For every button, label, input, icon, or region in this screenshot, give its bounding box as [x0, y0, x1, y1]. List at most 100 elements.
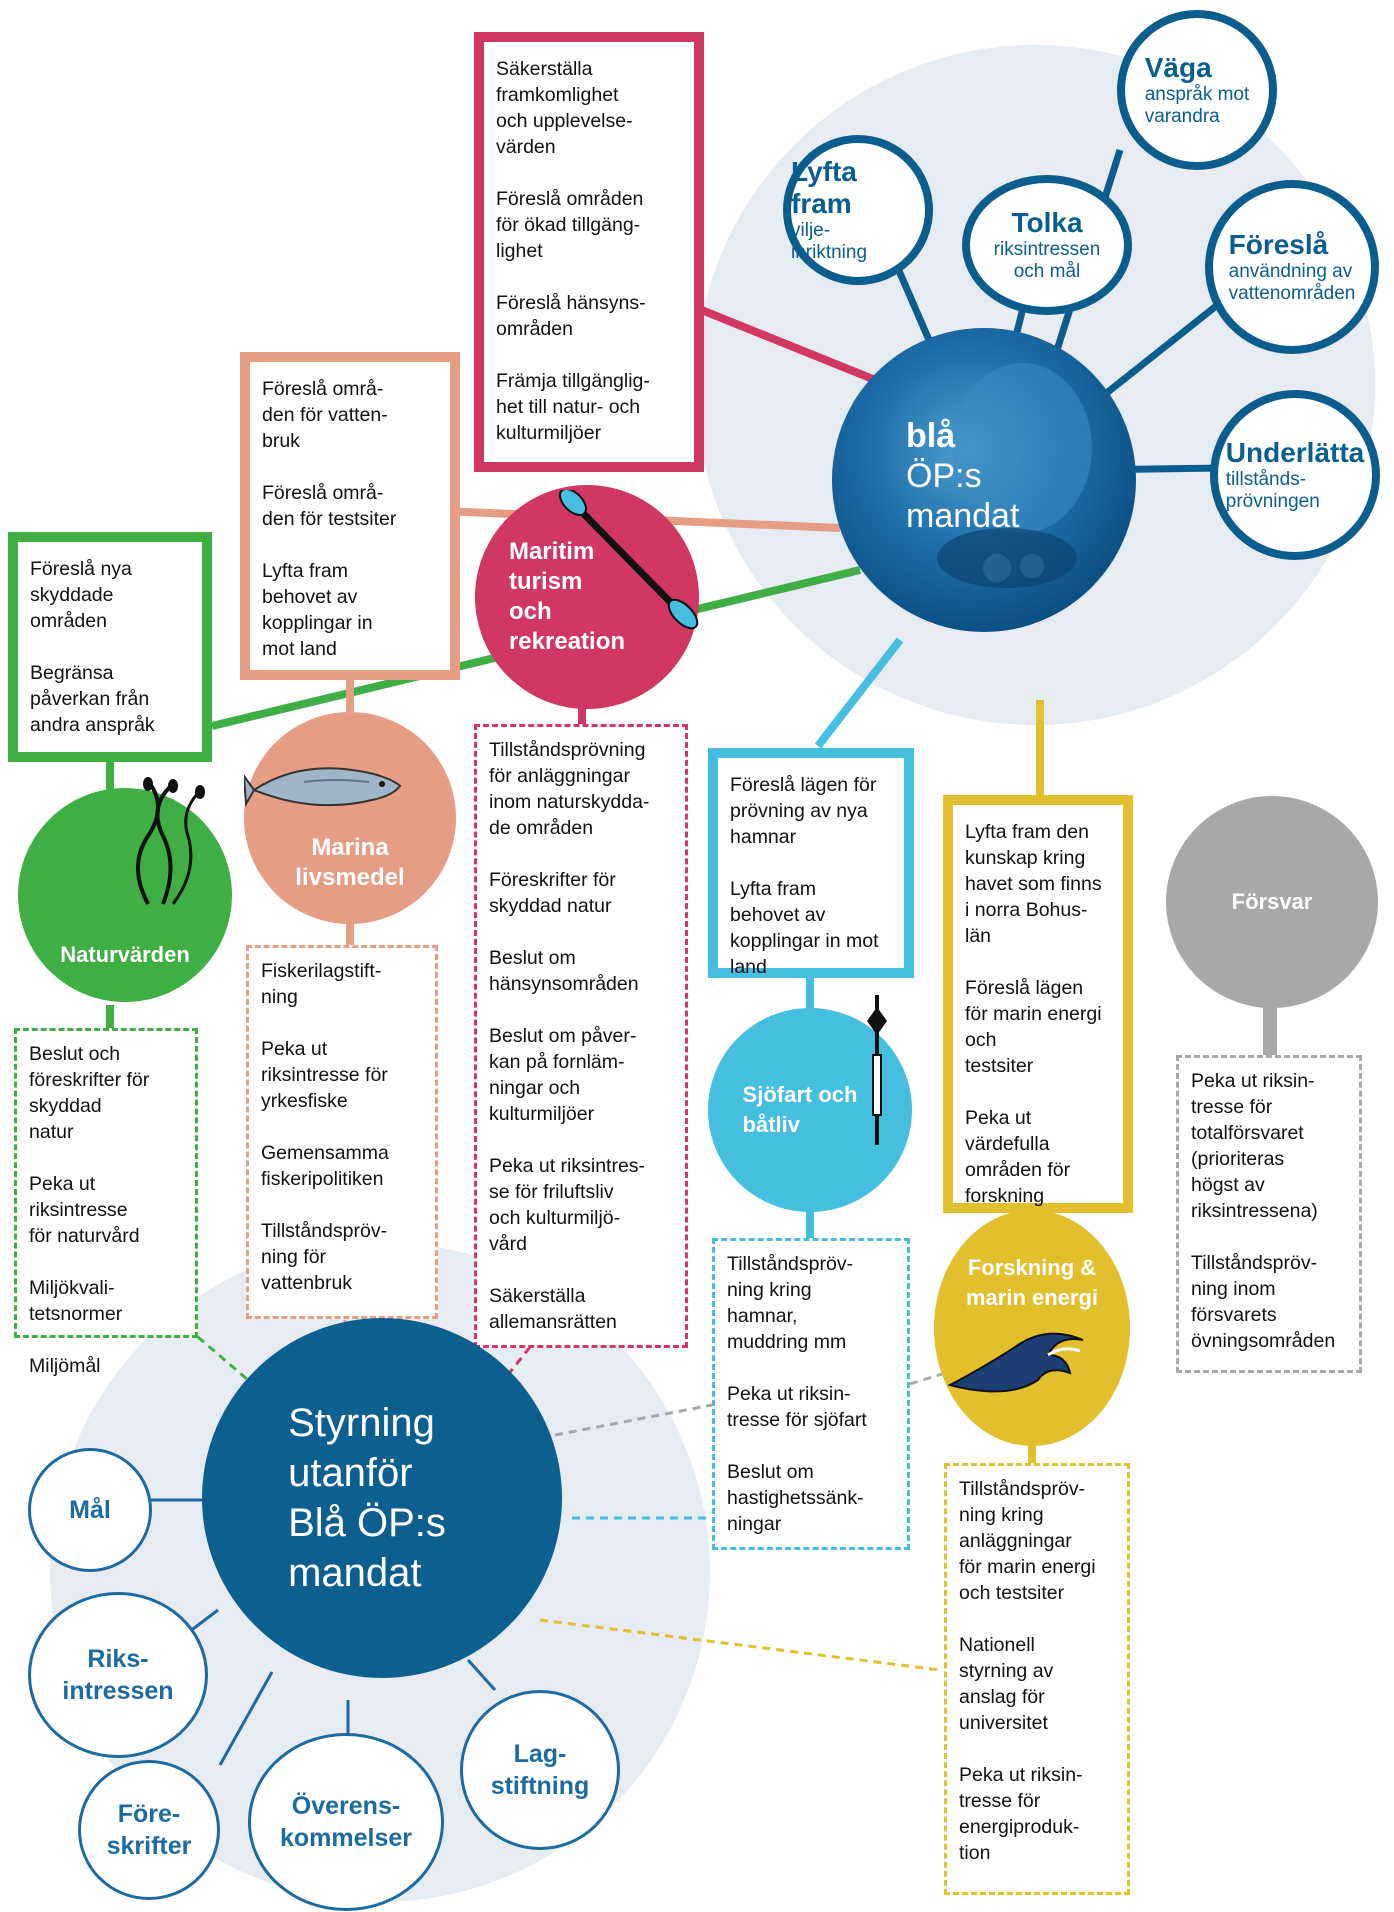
theme-forskning: Forskning & marin energi: [934, 1210, 1130, 1446]
outside-box-forsvar: Peka ut riksin- tresse för totalförsvare…: [1176, 1055, 1362, 1373]
center-circle: blå ÖP:s mandat: [832, 328, 1136, 632]
sjofart-mandate-1: Föreslå lägen för prövning av nya hamnar: [730, 774, 877, 848]
turism-outside-5: Peka ut riksintres- se för friluftsliv o…: [489, 1155, 646, 1255]
sjofart-outside-1: Tillståndspröv- ning kring hamnar, muddr…: [727, 1253, 854, 1353]
gov-foreskrifter: Före- skrifter: [78, 1760, 220, 1900]
turism-outside-6: Säkerställa allemansrätten: [489, 1285, 617, 1333]
seaweed-icon: [136, 777, 205, 905]
turism-outside-4: Beslut om påver- kan på fornläm- ningar …: [489, 1025, 637, 1125]
mandate-box-forskning: Lyfta fram den kunskap kring havet som f…: [943, 795, 1133, 1213]
mandate-vaga-title: Väga: [1144, 52, 1212, 83]
mandate-box-turism: Säkerställa framkomlighet och upplevelse…: [474, 32, 704, 472]
gov-overenskommelser: Överens- kommelser: [248, 1733, 444, 1911]
natur-outside-2: Peka ut riksintresse för naturvård: [29, 1173, 140, 1247]
gov-mal-label: Mål: [69, 1496, 111, 1524]
natur-mandate-1: Föreslå nya skyddade områden: [30, 558, 132, 632]
mandate-foresla-title: Föreslå: [1228, 229, 1329, 260]
natur-label: Naturvärden: [60, 942, 190, 967]
outside-box-livsmedel: Fiskerilagstift- ning Peka ut riksintres…: [246, 945, 438, 1319]
mandate-box-natur: Föreslå nya skyddade områden Begränsa på…: [8, 532, 212, 762]
gov-overenskommelser-label: Överens- kommelser: [279, 1792, 413, 1852]
gov-spoke-3: [218, 1671, 274, 1766]
mandate-vaga-sub: anspråk mot varandra: [1144, 84, 1250, 127]
theme-forsvar: Försvar: [1166, 796, 1378, 1008]
center-title-3: mandat: [906, 497, 1020, 535]
governance-center: Styrning utanför Blå ÖP:s mandat: [202, 1318, 562, 1678]
fish-icon: [244, 767, 402, 808]
mandate-vaga: Väga anspråk mot varandra: [1117, 10, 1277, 170]
turism-mandate-4: Främja tillgänglig- het till natur- och …: [496, 370, 650, 444]
mandate-underlatta-title: Underlätta: [1225, 437, 1365, 468]
mandate-box-sjofart: Föreslå lägen för prövning av nya hamnar…: [708, 748, 914, 978]
child-photo-icon: [937, 363, 1092, 588]
mandate-lyfta-title: Lyfta fram: [791, 156, 857, 219]
turism-mandate-3: Föreslå hänsyns- områden: [496, 292, 646, 340]
center-title-2: ÖP:s: [906, 457, 982, 495]
forsvar-outside-1: Peka ut riksin- tresse för totalförsvare…: [1191, 1070, 1318, 1222]
natur-outside-4: Miljömål: [29, 1355, 101, 1377]
forsvar-label: Försvar: [1231, 889, 1313, 914]
forskning-outside-1: Tillståndspröv- ning kring anläggningar …: [959, 1478, 1096, 1604]
livsmedel-mandate-2: Föreslå områ- den för testsiter: [262, 482, 397, 530]
livsmedel-mandate-1: Föreslå områ- den för vatten- bruk: [262, 378, 388, 452]
forskning-label: Forskning & marin energi: [965, 1255, 1099, 1310]
gov-riksintressen-label: Riks- intressen: [62, 1645, 174, 1705]
mandate-foresla-sub: användning av vattenområden: [1228, 261, 1356, 304]
mandate-underlatta-sub: tillstånds- prövningen: [1225, 469, 1320, 512]
dash-forskning: [539, 1618, 941, 1672]
sjofart-label: Sjöfart och båtliv: [742, 1082, 858, 1137]
buoy-icon: [867, 995, 887, 1145]
paddle-icon: [559, 490, 699, 630]
forskning-mandate-3: Peka ut värdefulla områden för forskning: [965, 1107, 1071, 1207]
natur-outside-3: Miljökvali- tetsnormer: [29, 1277, 123, 1325]
mandate-lyfta-fram: Lyfta fram vilje- inriktning: [783, 135, 933, 285]
livsmedel-outside-4: Tillståndspröv- ning för vattenbruk: [261, 1220, 388, 1294]
gov-foreskrifter-label: Före- skrifter: [106, 1800, 192, 1860]
line-sjofart: [814, 637, 904, 749]
outside-box-turism: Tillståndsprövning för anläggningar inom…: [474, 724, 688, 1348]
mandate-tolka-sub: riksintressen och mål: [993, 239, 1101, 282]
forskning-outside-2: Nationell styrning av anslag för univers…: [959, 1634, 1054, 1734]
gov-lagstiftning: Lag- stiftning: [460, 1690, 620, 1850]
sjofart-mandate-2: Lyfta fram behovet av kopplingar in mot …: [730, 878, 879, 978]
mandate-lyfta-sub: vilje- inriktning: [791, 220, 868, 263]
theme-natur: Naturvärden: [18, 788, 232, 1002]
gov-spoke-5: [466, 1658, 497, 1692]
forsvar-outside-2: Tillståndspröv- ning inom försvarets övn…: [1191, 1252, 1336, 1352]
mandate-tolka-title: Tolka: [1011, 207, 1083, 238]
outside-box-forskning: Tillståndspröv- ning kring anläggningar …: [944, 1463, 1130, 1895]
mandate-foresla: Föreslå användning av vattenområden: [1205, 180, 1379, 354]
gov-mal: Mål: [28, 1448, 152, 1572]
natur-mandate-2: Begränsa påverkan från andra anspråk: [30, 662, 155, 736]
turism-outside-1: Tillståndsprövning för anläggningar inom…: [489, 739, 650, 839]
theme-turism: Maritim turism och rekreation: [475, 485, 699, 709]
mandate-box-livsmedel: Föreslå områ- den för vatten- bruk Föres…: [240, 352, 460, 680]
turism-outside-2: Föreskrifter för skyddad natur: [489, 869, 616, 917]
mandate-underlatta: Underlätta tillstånds- prövningen: [1210, 390, 1380, 560]
governance-spokes: [150, 1498, 497, 1766]
outside-box-sjofart: Tillståndspröv- ning kring hamnar, muddr…: [712, 1238, 910, 1550]
livsmedel-mandate-3: Lyfta fram behovet av kopplingar in mot …: [262, 560, 373, 660]
center-title-1: blå: [906, 417, 956, 455]
wave-icon: [948, 1332, 1084, 1393]
theme-livsmedel: Marina livsmedel: [244, 712, 456, 924]
governance-title: Styrning utanför Blå ÖP:s mandat: [288, 1401, 446, 1595]
livsmedel-label: Marina livsmedel: [295, 834, 405, 891]
turism-mandate-1: Säkerställa framkomlighet och upplevelse…: [496, 58, 633, 158]
turism-outside-3: Beslut om hänsynsområden: [489, 947, 639, 995]
turism-label: Maritim turism och rekreation: [508, 538, 626, 655]
gov-riksintressen: Riks- intressen: [28, 1592, 208, 1758]
natur-outside-1: Beslut och föreskrifter för skyddad natu…: [29, 1043, 150, 1143]
livsmedel-outside-1: Fiskerilagstift- ning: [261, 960, 382, 1008]
mandate-tolka: Tolka riksintressen och mål: [962, 175, 1132, 315]
sjofart-outside-3: Beslut om hastighetssänk- ningar: [727, 1461, 864, 1535]
forskning-mandate-1: Lyfta fram den kunskap kring havet som f…: [965, 821, 1102, 947]
dash-sjofart-grey: [554, 1403, 713, 1437]
outside-box-natur: Beslut och föreskrifter för skyddad natu…: [14, 1028, 198, 1377]
sjofart-outside-2: Peka ut riksin- tresse för sjöfart: [727, 1383, 867, 1431]
forskning-mandate-2: Föreslå lägen för marin energi och tests…: [965, 977, 1102, 1077]
turism-mandate-2: Föreslå områden för ökad tillgäng- lighe…: [496, 188, 644, 262]
gov-lagstiftning-label: Lag- stiftning: [490, 1740, 590, 1800]
livsmedel-outside-2: Peka ut riksintresse för yrkesfiske: [261, 1038, 388, 1112]
